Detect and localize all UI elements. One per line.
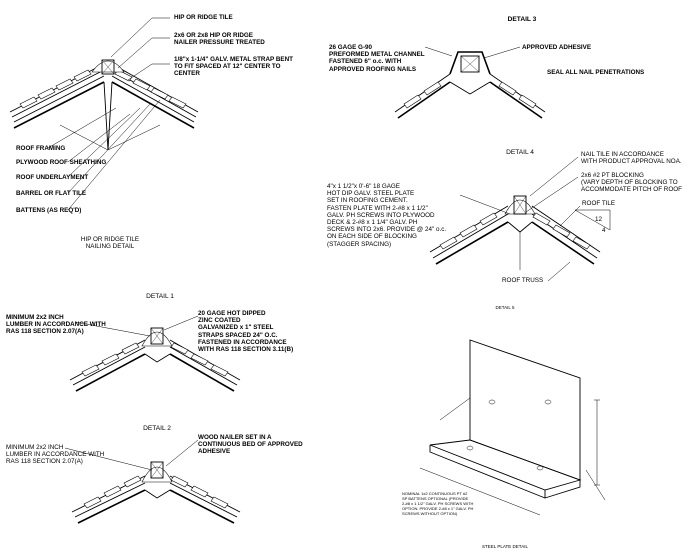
detail4-pitch-run: 12 (595, 216, 603, 223)
detail2-title: DETAIL 2 (143, 425, 171, 432)
detail4-plate-note: 4"x 1 1/2"x 0'-6" 18 GAGE HOT DIP GALV. … (327, 183, 447, 248)
detail1-left-note: MINIMUM 2x2 INCH LUMBER IN ACCORDANCE WI… (6, 314, 106, 336)
detail4-truss-note: ROOF TRUSS (502, 277, 544, 284)
plywood-sheathing-label: PLYWOOD ROOF SHEATHING (16, 159, 107, 166)
detail4-nail-note: NAIL TILE IN ACCORDANCE WITH PRODUCT APP… (581, 151, 682, 166)
detail2-right-note: WOOD NAILER SET IN A CONTINUOUS BED OF A… (198, 434, 303, 456)
detail3-seal-note: SEAL ALL NAIL PENETRATIONS (547, 69, 645, 76)
detail2-drawing (64, 439, 241, 524)
hip-ridge-caption: HIP OR RIDGE TILE NAILING DETAIL (80, 236, 140, 251)
detail1-drawing (69, 315, 241, 392)
hip-ridge-detail-drawing (9, 17, 199, 211)
detail1-title: DETAIL 1 (146, 293, 174, 300)
nailer-label: 2x6 OR 2x8 HIP OR RIDGE NAILER PRESSURE … (174, 32, 265, 47)
detail1-right-note: 20 GAGE HOT DIPPED ZINC COATED GALVANIZE… (198, 310, 294, 354)
detail4-blocking-note: 2x6 #2 PT BLOCKING (VARY DEPTH OF BLOCKI… (581, 172, 682, 194)
detail5-caption: DETAIL 5 (495, 305, 515, 310)
detail4-title: DETAIL 4 (506, 149, 534, 156)
detail4-drawing (429, 156, 611, 282)
barrel-flat-tile-label: BARREL OR FLAT TILE (16, 190, 87, 197)
detail4-roof-tile-note: ROOF TILE (582, 200, 616, 207)
hip-ridge-tile-label: HIP OR RIDGE TILE (174, 14, 233, 21)
steel-plate-drawing (419, 339, 606, 516)
detail3-adhesive-note: APPROVED ADHESIVE (522, 44, 592, 51)
roof-underlayment-label: ROOF UNDERLAYMENT (16, 174, 89, 181)
roof-framing-label: ROOF FRAMING (16, 145, 66, 152)
battens-label: BATTENS (AS REQ'D) (16, 207, 82, 214)
detail3-left-note: 26 GAGE G-90 PREFORMED METAL CHANNEL FAS… (329, 44, 425, 73)
steel-plate-note: NOMINAL 1x2 CONTINUOUS PT #2 SP BATTENS … (402, 491, 474, 516)
detail3-title: DETAIL 3 (507, 16, 537, 23)
steel-plate-caption: STEEL PLATE DETAIL (482, 544, 528, 549)
strap-label: 1/8"x 1-1/4" GALV. METAL STRAP BENT TO F… (174, 56, 293, 78)
detail3-drawing (394, 46, 546, 119)
detail4-pitch-rise: 4 (602, 227, 606, 234)
detail2-left-note: MINIMUM 2x2 INCH LUMBER IN ACCORDANCE WI… (6, 444, 105, 466)
